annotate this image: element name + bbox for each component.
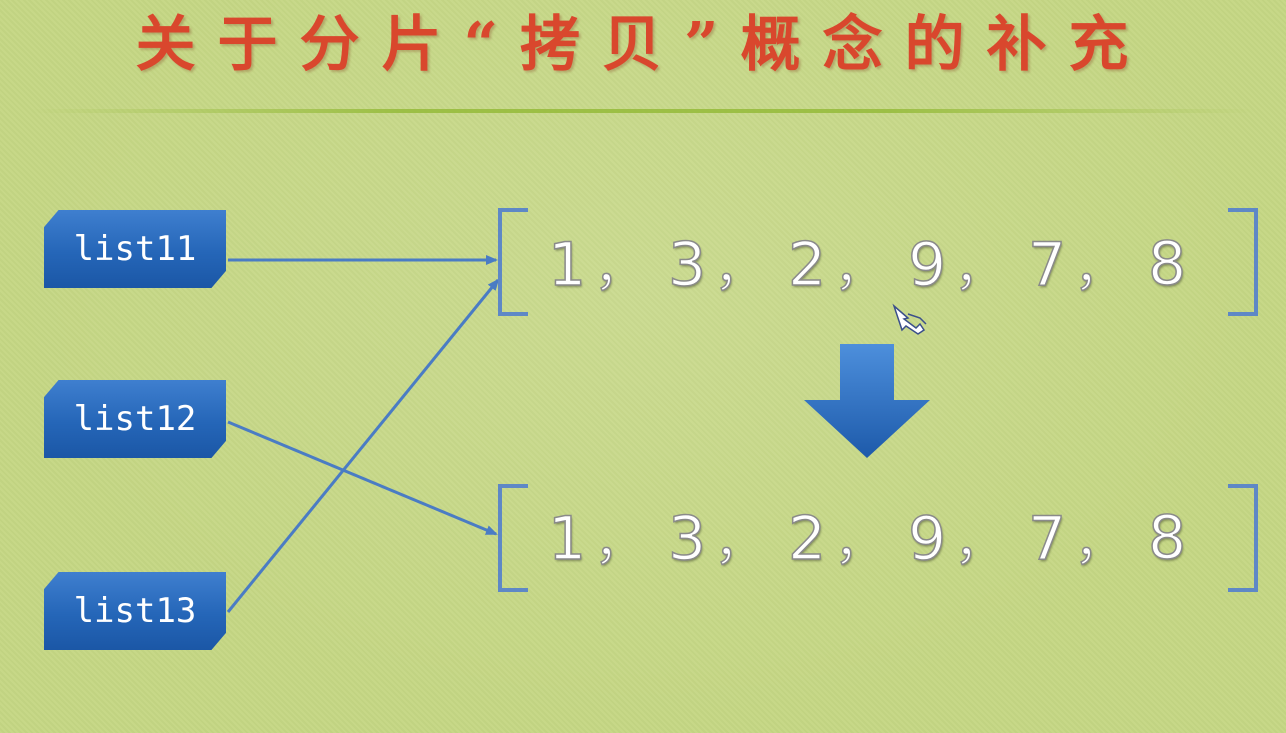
array-item: 1， — [547, 502, 668, 575]
array-value: 1 — [547, 229, 587, 301]
array-item: 2， — [787, 228, 908, 301]
label-list13-text: list13 — [73, 591, 197, 631]
array-item: 9， — [907, 228, 1028, 301]
array-value: 3 — [667, 503, 707, 575]
array-item: 1， — [547, 228, 668, 301]
array-top: 1， 3， 2， 9， 7， 8 — [547, 214, 1228, 314]
array-value: 7 — [1027, 229, 1067, 301]
array-value: 8 — [1147, 502, 1187, 574]
array-item: 3， — [667, 502, 788, 575]
array-value: 3 — [667, 229, 707, 301]
label-list12: list12 — [44, 380, 226, 458]
array-item: 3， — [667, 228, 788, 301]
array-item: 9， — [907, 502, 1028, 575]
array-separator: ， — [833, 512, 885, 572]
title-divider — [30, 109, 1256, 113]
array-separator: ， — [1073, 512, 1125, 572]
right-bracket-bottom — [1228, 484, 1258, 592]
array-value: 1 — [547, 503, 587, 575]
array-separator: ， — [833, 238, 885, 298]
array-item: 8 — [1147, 502, 1268, 574]
array-separator: ， — [593, 238, 645, 298]
array-separator: ， — [953, 238, 1005, 298]
array-value: 7 — [1027, 503, 1067, 575]
left-bracket-bottom — [498, 484, 528, 592]
array-separator: ， — [713, 238, 765, 298]
array-item: 7， — [1027, 228, 1148, 301]
hand-pointer-icon — [892, 303, 927, 335]
array-separator: ， — [713, 512, 765, 572]
label-list11-text: list11 — [73, 229, 197, 269]
array-separator: ， — [1073, 238, 1125, 298]
array-value: 8 — [1147, 228, 1187, 300]
array-separator: ， — [953, 512, 1005, 572]
label-list13: list13 — [44, 572, 226, 650]
array-item: 8 — [1147, 228, 1268, 300]
right-bracket-top — [1228, 208, 1258, 316]
array-value: 9 — [907, 503, 947, 575]
array-bottom: 1， 3， 2， 9， 7， 8 — [547, 488, 1228, 588]
array-item: 2， — [787, 502, 908, 575]
array-value: 2 — [787, 229, 827, 301]
slide-title: 关于分片“拷贝”概念的补充 — [135, 10, 1151, 80]
connector-list12 — [227, 420, 498, 536]
label-list12-text: list12 — [73, 399, 197, 439]
array-item: 7， — [1027, 502, 1148, 575]
label-list11: list11 — [44, 210, 226, 288]
left-bracket-top — [498, 208, 528, 316]
array-value: 9 — [907, 229, 947, 301]
down-arrow-icon — [804, 344, 930, 458]
array-value: 2 — [787, 503, 827, 575]
connector-list13 — [226, 278, 500, 613]
array-separator: ， — [593, 512, 645, 572]
